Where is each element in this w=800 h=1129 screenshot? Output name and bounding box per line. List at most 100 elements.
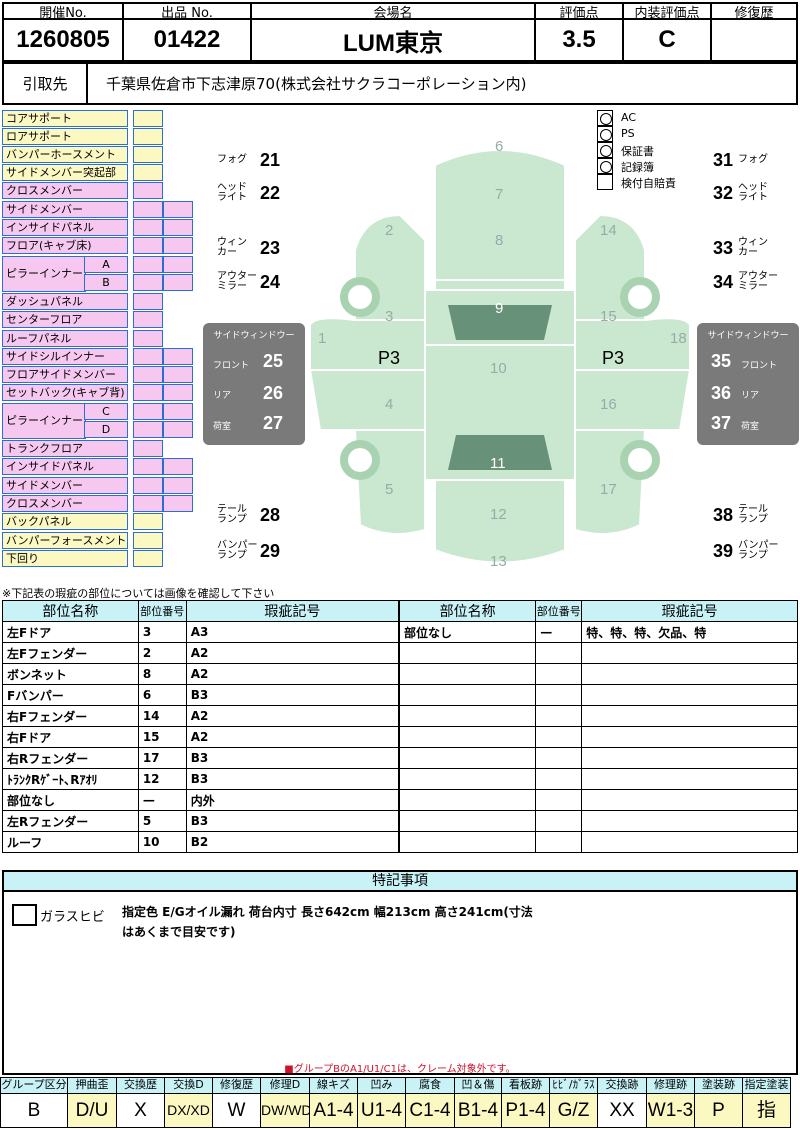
part-check-box[interactable] [133,330,163,347]
part-check-box[interactable] [163,256,193,273]
part-row: バンパーホースメント [2,146,128,163]
legend-header: 凹み [358,1078,405,1094]
lamp-label: フォグ [738,154,768,165]
part-check-box[interactable] [133,366,163,383]
part-check-box[interactable] [133,128,163,145]
defect-cell: B2 [185,831,400,853]
lamp-number: 38 [713,505,734,525]
defect-cell: B3 [185,810,400,832]
part-check-box[interactable] [163,384,193,401]
part-check-box[interactable] [163,348,193,365]
part-check-box[interactable] [163,458,193,475]
part-row: サイドメンバー [2,201,128,218]
panel-number: 9 [495,300,504,317]
part-check-box[interactable] [133,384,163,401]
defect-cell [581,663,798,685]
part-check-box[interactable] [133,477,163,494]
part-check-box[interactable] [133,110,163,127]
panel-number: 8 [495,232,504,249]
lamp-label: テール ランプ [217,504,247,525]
equipment-checkbox[interactable] [597,126,613,142]
part-check-box[interactable] [133,293,163,310]
part-check-box[interactable] [133,532,163,549]
part-check-box[interactable] [133,256,163,273]
legend-header: 修復歴 [213,1078,260,1094]
panel-number: 18 [670,330,687,347]
part-check-box[interactable] [133,421,163,438]
equipment-checkbox[interactable] [597,158,613,174]
part-check-box[interactable] [163,219,193,236]
part-check-box[interactable] [133,348,163,365]
part-check-box[interactable] [133,311,163,328]
defect-cell: B3 [185,747,400,769]
legend-value: C1-4 [406,1094,454,1127]
part-check-box[interactable] [133,182,163,199]
part-check-box[interactable] [133,219,163,236]
defect-cell [397,789,537,811]
pickup-row: 引取先 千葉県佐倉市下志津原70(株式会社サクラコーポレーション内) [2,62,798,105]
defect-cell: ﾄﾗﾝｸRｹﾞｰﾄ､Rｱｵﾘ [2,768,139,790]
lamp-number: 33 [713,238,734,258]
side-window-right-title: サイドウィンドウー [707,331,789,341]
glass-crack-checkbox[interactable] [12,904,37,926]
defect-cell: 2 [137,642,187,664]
defect-cell [397,684,537,706]
part-check-box[interactable] [133,513,163,530]
part-check-box[interactable] [133,164,163,181]
part-row: インサイドパネル [2,458,128,475]
part-check-box[interactable] [133,274,163,291]
equipment-checkbox[interactable] [597,142,613,158]
part-check-box[interactable] [163,421,193,438]
part-check-box[interactable] [133,458,163,475]
legend-header: 線キズ [310,1078,357,1094]
trunk-panel [434,479,566,564]
equipment-checkbox[interactable] [597,110,613,126]
part-check-box[interactable] [163,274,193,291]
legend-value: XX [609,1100,635,1121]
part-check-box[interactable] [133,550,163,567]
defect-cell [397,768,537,790]
defect-cell: 内外 [185,789,400,811]
part-check-box[interactable] [163,237,193,254]
panel-number: 12 [490,506,507,523]
part-check-box[interactable] [133,403,163,420]
lamp-label: アウター ミラー [738,271,778,292]
part-check-box[interactable] [163,366,193,383]
defect-row: 部位なし—内外 [2,789,798,811]
header-label-repair-history: 修復歴 [712,4,796,21]
defect-cell: 右Fドア [2,726,139,748]
part-check-box[interactable] [133,440,163,457]
part-check-box[interactable] [163,201,193,218]
part-row: サイドシルインナー [2,348,128,365]
part-check-box[interactable] [133,495,163,512]
defect-cell [581,684,798,706]
equipment-checkbox[interactable] [597,174,613,190]
legend-header: 看板跡 [502,1078,549,1094]
pillar-sub-label: B [84,274,128,291]
equipment-label: AC [621,111,637,124]
legend-value: X [134,1100,147,1121]
defect-cell: 17 [137,747,187,769]
lamp-number: 22 [260,183,281,203]
part-check-box[interactable] [163,495,193,512]
right-rear-wheel [620,440,660,480]
panel-number: 1 [318,330,327,347]
part-check-box[interactable] [163,477,193,494]
lot-no-value: 01422 [124,20,252,60]
defect-cell: A2 [185,642,400,664]
part-row: インサイドパネル [2,219,128,236]
legend-header: 交換跡 [598,1078,646,1094]
col-defect-code: 瑕疵記号 [185,600,400,622]
part-check-box[interactable] [163,403,193,420]
panel-number: 7 [495,186,504,203]
panel-number: 17 [600,481,617,498]
part-check-box[interactable] [133,201,163,218]
part-check-box[interactable] [133,237,163,254]
part-check-box[interactable] [133,146,163,163]
part-row: ロアサポート [2,128,128,145]
